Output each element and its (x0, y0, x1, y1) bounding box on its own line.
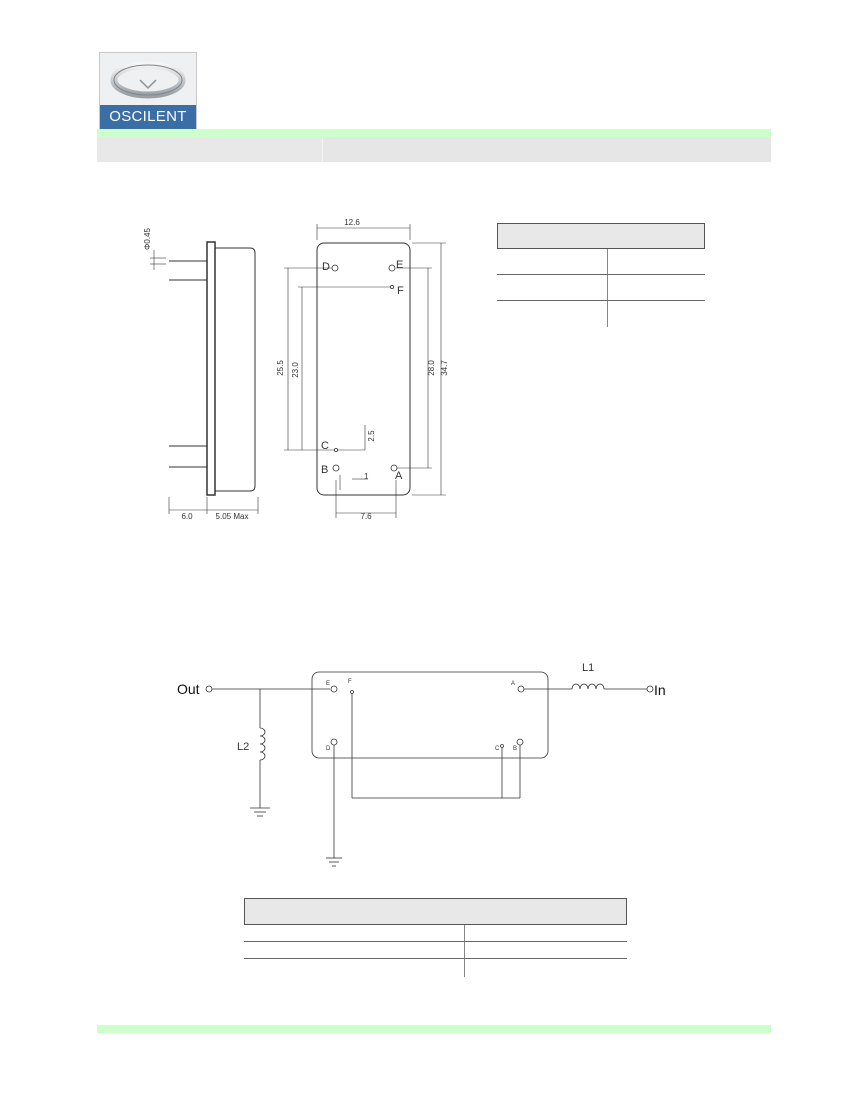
header-title-cell (97, 137, 323, 162)
schematic-table-row-line (244, 941, 627, 942)
dim-34-7-label: 34.7 (440, 360, 449, 376)
side-view-body (215, 247, 256, 492)
in-label: In (654, 682, 666, 698)
pin-a-label: A (395, 470, 403, 482)
sch-pin-d-label: D (326, 746, 331, 752)
sch-pin-b-marker (516, 738, 524, 746)
sch-pin-d-marker (330, 738, 338, 746)
width-dim-label: 12.6 (344, 218, 360, 227)
height-max-label: 5.05 Max (216, 512, 249, 521)
pin-table-row-line (497, 300, 705, 301)
pin-d-label: D (322, 261, 330, 273)
pin-f-label: F (397, 285, 404, 297)
pin-table-divider (607, 249, 608, 327)
pin-b-label: B (321, 464, 328, 476)
schematic-table-row-line (244, 958, 627, 959)
schematic-component-body (311, 671, 549, 759)
l2-label: L2 (237, 741, 249, 753)
lead-diameter-label: Φ0.45 (143, 227, 152, 250)
out-terminal (205, 685, 213, 693)
dim-1-label: 1 (364, 472, 369, 481)
logo-emblem-icon (100, 53, 196, 105)
company-logo: OSCILENT (99, 52, 197, 130)
schematic-table-header (244, 898, 627, 925)
logo-text: OSCILENT (100, 105, 196, 129)
dim-23-0-label: 23.0 (291, 362, 300, 378)
dim-25-5-label: 25.5 (276, 360, 285, 376)
l1-label: L1 (582, 662, 594, 674)
lead-length-label: 6.0 (181, 512, 193, 521)
out-label: Out (177, 681, 200, 697)
footer-accent-band (97, 1025, 771, 1033)
pin-a-marker (390, 464, 398, 472)
header-title-bar (97, 137, 771, 162)
pin-f-marker (389, 284, 394, 289)
dim-28-0-label: 28.0 (427, 360, 436, 376)
sch-pin-a-marker (517, 685, 525, 693)
pin-d-marker (331, 264, 339, 272)
pin-e-marker (388, 264, 396, 272)
sch-pin-f-marker (350, 690, 354, 694)
pin-table-header (497, 223, 705, 249)
pin-c-marker (333, 447, 338, 452)
dim-7-6-label: 7.6 (360, 512, 372, 521)
sch-pin-e-marker (330, 685, 338, 693)
pin-e-label: E (396, 259, 403, 271)
dim-2-5-label: 2.5 (367, 430, 376, 442)
sch-pin-c-label: C (495, 746, 500, 752)
pin-table-row-line (497, 274, 705, 275)
schematic-table-divider (464, 925, 465, 977)
l2-inductor (259, 727, 266, 761)
side-view-flange (206, 241, 216, 496)
sch-pin-e-label: E (326, 681, 330, 687)
sch-pin-f-label: F (348, 679, 352, 685)
front-view-body (316, 242, 411, 496)
sch-pin-c-marker (500, 744, 504, 748)
sch-pin-b-label: B (513, 746, 517, 752)
header-accent-band (97, 129, 771, 137)
pin-b-marker (332, 464, 340, 472)
sch-pin-a-label: A (511, 681, 515, 687)
l1-inductor (571, 683, 605, 690)
in-terminal (646, 685, 654, 693)
pin-c-label: C (321, 440, 329, 452)
